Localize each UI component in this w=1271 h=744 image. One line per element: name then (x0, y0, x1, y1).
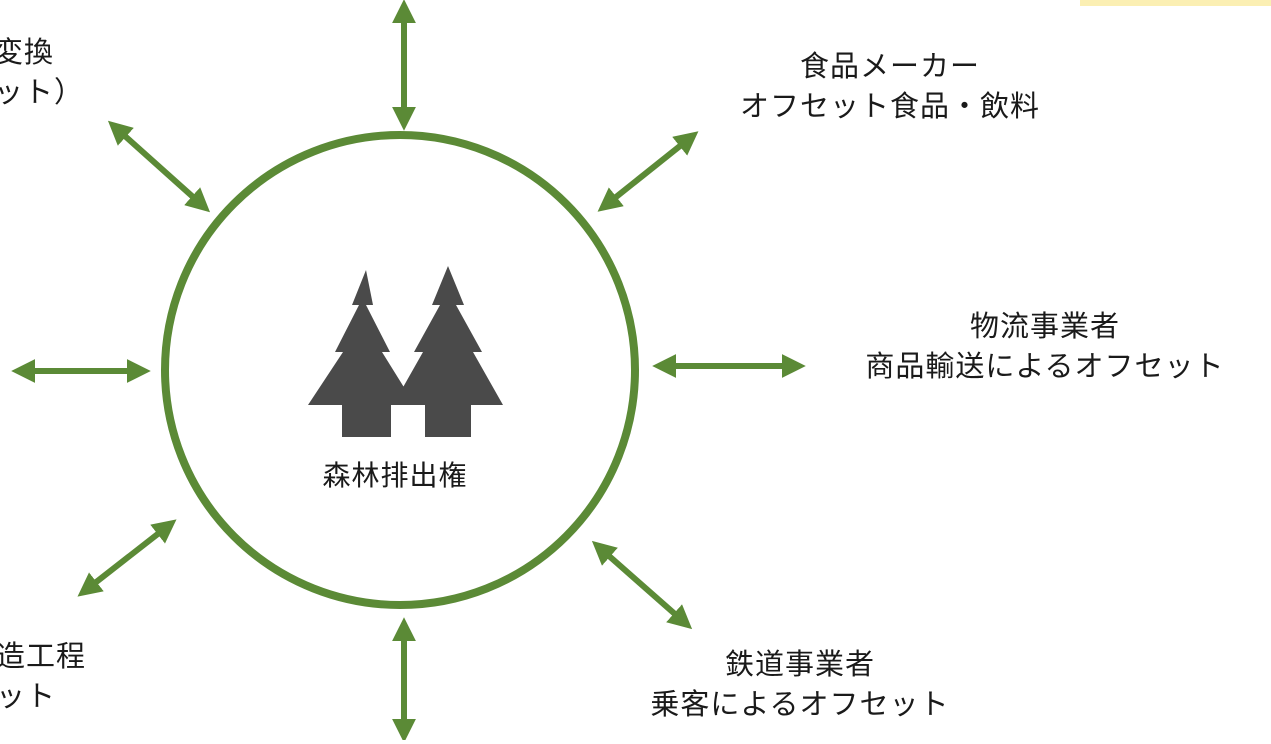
arrow-top-left (107, 120, 211, 213)
label-logistics: 物流事業者 商品輸送によるオフセット (825, 306, 1265, 386)
label-food-maker-desc: オフセット食品・飲料 (739, 89, 1040, 123)
label-top-left-partial: 変換 ット） (0, 32, 114, 112)
arrow-bottom-left (77, 519, 177, 597)
forest-trees-icon (308, 266, 503, 437)
arrow-top-right (597, 131, 699, 212)
label-food-maker-title: 食品メーカー (799, 49, 980, 83)
label-logistics-title: 物流事業者 (969, 309, 1120, 343)
label-food-maker: 食品メーカー オフセット食品・飲料 (700, 46, 1080, 126)
arrow-bottom-right (591, 540, 693, 630)
label-bottom-left-title: 造工程 (0, 639, 87, 673)
label-railway-title: 鉄道事業者 (724, 647, 875, 681)
corner-highlight (1080, 0, 1271, 6)
label-top-left-desc: ット） (0, 75, 85, 109)
label-railway-desc: 乗客によるオフセット (650, 687, 950, 721)
label-top-left-title: 変換 (0, 35, 55, 69)
center-label: 森林排出権 (322, 459, 468, 492)
label-bottom-left-partial: 造工程 ット (0, 636, 136, 716)
label-bottom-left-desc: ット (0, 679, 57, 713)
label-railway: 鉄道事業者 乗客によるオフセット (610, 644, 990, 724)
center-circle (161, 131, 639, 609)
label-logistics-desc: 商品輸送によるオフセット (865, 349, 1225, 383)
